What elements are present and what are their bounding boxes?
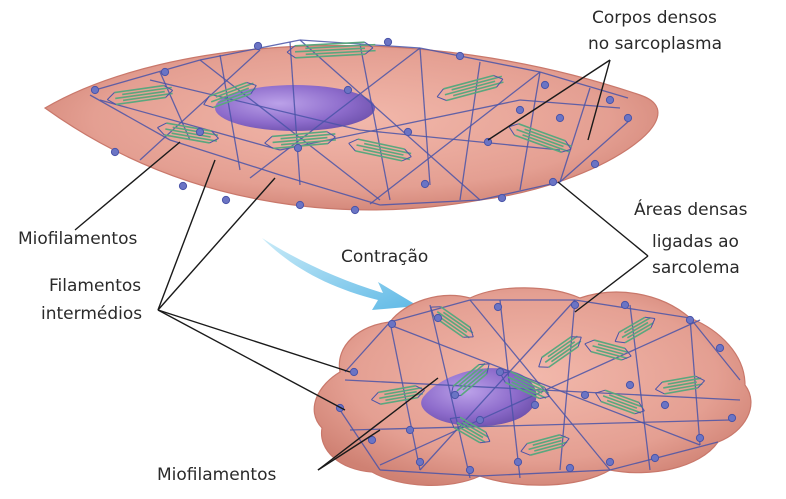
dense-body (91, 86, 98, 93)
dense-body (531, 401, 538, 408)
dense-body (406, 426, 413, 433)
dense-body (541, 81, 548, 88)
dense-body (556, 114, 563, 121)
dense-body (514, 458, 521, 465)
dense-body (456, 52, 463, 59)
label-filamentos-line2: intermédios (41, 303, 142, 326)
label-filamentos-line1: Filamentos (49, 275, 141, 298)
relaxed-cell (45, 38, 658, 213)
dense-body (344, 86, 351, 93)
dense-body (566, 464, 573, 471)
dense-body (350, 368, 357, 375)
dense-body (661, 401, 668, 408)
dense-body (294, 144, 301, 151)
dense-body (571, 301, 578, 308)
dense-body (388, 320, 395, 327)
dense-body (728, 414, 735, 421)
dense-body (351, 206, 358, 213)
dense-body (161, 68, 168, 75)
dense-body (421, 180, 428, 187)
dense-body (498, 194, 505, 201)
label-miofilamentos-top: Miofilamentos (18, 228, 137, 251)
dense-body (416, 458, 423, 465)
leader-filamentos-3 (158, 310, 350, 372)
label-areas-densas-line1: Áreas densas (634, 199, 748, 222)
dense-body (606, 96, 613, 103)
dense-body (606, 458, 613, 465)
dense-body (516, 106, 523, 113)
dense-body (179, 182, 186, 189)
dense-body (296, 201, 303, 208)
label-miofilamentos-bottom: Miofilamentos (157, 464, 276, 487)
dense-body (466, 466, 473, 473)
dense-body (621, 301, 628, 308)
label-corpos-densos-line2: no sarcoplasma (588, 33, 722, 56)
dense-body (196, 128, 203, 135)
dense-body (716, 344, 723, 351)
dense-body (581, 391, 588, 398)
dense-body (496, 368, 503, 375)
contracted-cell (314, 288, 751, 485)
leader-filamentos-1 (158, 160, 215, 310)
label-corpos-densos-line1: Corpos densos (592, 7, 717, 30)
leader-filamentos-4 (158, 310, 345, 410)
dense-body (476, 416, 483, 423)
label-contracao: Contração (341, 246, 428, 269)
dense-body (384, 38, 391, 45)
dense-body (222, 196, 229, 203)
dense-body (549, 178, 556, 185)
dense-body (686, 316, 693, 323)
dense-body (651, 454, 658, 461)
label-areas-densas-line3: sarcolema (652, 257, 740, 280)
dense-body (111, 148, 118, 155)
dense-body (254, 42, 261, 49)
dense-body (624, 114, 631, 121)
dense-body (626, 381, 633, 388)
dense-body (404, 128, 411, 135)
leader-filamentos-2 (158, 178, 275, 310)
dense-body (494, 303, 501, 310)
label-areas-densas-line2: ligadas ao (652, 231, 739, 254)
dense-body (696, 434, 703, 441)
dense-body (434, 314, 441, 321)
dense-body (451, 391, 458, 398)
dense-body (591, 160, 598, 167)
